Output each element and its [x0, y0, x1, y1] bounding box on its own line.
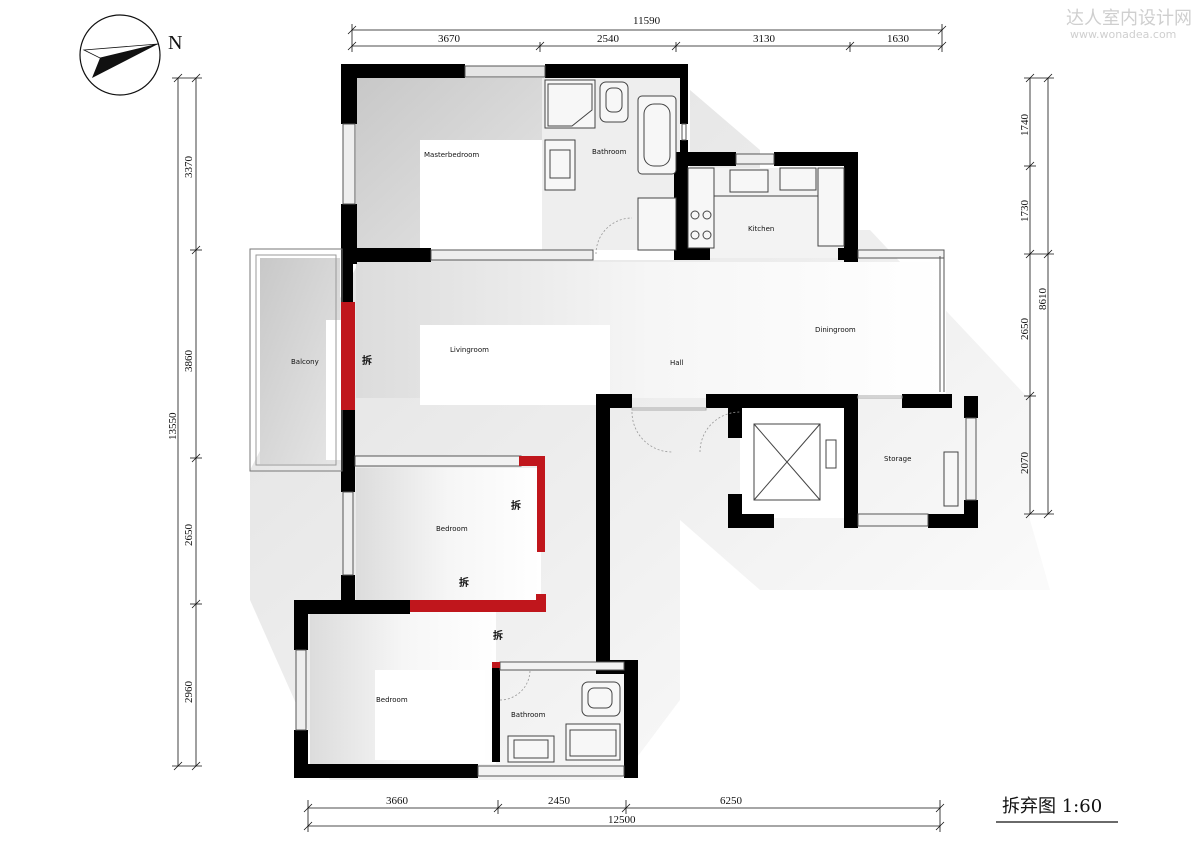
- dim-right-2: 1730: [1019, 200, 1031, 223]
- room-label-bathroom-top: Bathroom: [592, 148, 627, 156]
- dim-bottom-2: 2450: [548, 795, 571, 807]
- dimension-labels: 11590 3670 2540 3130 1630 13550 3370 386…: [167, 15, 1049, 826]
- room-label-diningroom: Diningroom: [815, 326, 856, 334]
- room-label-masterbedroom: Masterbedroom: [424, 151, 479, 159]
- room-label-livingroom: Livingroom: [450, 346, 489, 354]
- fixtures: [507, 79, 959, 763]
- room-label-balcony: Balcony: [291, 358, 319, 366]
- room-label-storage: Storage: [884, 455, 911, 463]
- dim-top-4: 1630: [887, 33, 910, 45]
- dimension-lines: [172, 24, 1054, 832]
- watermark-name: 达人室内设计网: [1066, 8, 1192, 29]
- dim-top-total: 11590: [633, 15, 661, 27]
- watermark-url: www.wonadea.com: [1070, 28, 1176, 41]
- compass-ring: [79, 14, 161, 96]
- dim-top-3: 3130: [753, 33, 776, 45]
- dim-bottom-total: 12500: [608, 814, 636, 826]
- walls: [294, 64, 978, 778]
- room-label-bathroom-bottom: Bathroom: [511, 711, 546, 719]
- north-compass: N: [79, 14, 182, 96]
- watermark: 达人室内设计网 www.wonadea.com: [1066, 8, 1192, 41]
- room-label-bedroom-bottom: Bedroom: [376, 696, 408, 704]
- bedroom-middle-floor: [356, 468, 541, 600]
- dim-right-4: 2070: [1019, 452, 1031, 475]
- dim-bottom-3: 6250: [720, 795, 743, 807]
- drawing-title-block: 拆弃图 1:60: [996, 796, 1118, 823]
- dim-left-1: 3370: [183, 156, 195, 179]
- compass-label: N: [168, 32, 182, 54]
- dim-right-total: 8610: [1037, 288, 1049, 311]
- demolition-mark-bedroom-bottom: 拆: [493, 629, 503, 642]
- room-label-hall: Hall: [670, 359, 683, 367]
- dim-bottom-1: 3660: [386, 795, 409, 807]
- demolition-mark-bedroom-east: 拆: [511, 499, 521, 512]
- dim-left-3: 2650: [183, 524, 195, 547]
- dim-top-1: 3670: [438, 33, 461, 45]
- dim-right-1: 1740: [1019, 114, 1031, 137]
- demolition-mark-living: 拆: [362, 354, 372, 367]
- dim-left-2: 3860: [183, 350, 195, 373]
- demolition-marks: 拆 拆 拆 拆: [362, 354, 521, 642]
- demolished-walls: [341, 302, 546, 668]
- dim-top-2: 2540: [597, 33, 620, 45]
- dim-left-4: 2960: [183, 681, 195, 704]
- door-swings: [499, 217, 741, 701]
- demolition-mark-bedroom-south: 拆: [459, 576, 469, 589]
- dim-left-total: 13550: [167, 412, 179, 440]
- drawing-title: 拆弃图 1:60: [1002, 796, 1102, 817]
- dim-right-3: 2650: [1019, 318, 1031, 341]
- room-labels: Masterbedroom Bathroom Kitchen Balcony L…: [291, 148, 911, 719]
- room-label-bedroom-middle: Bedroom: [436, 525, 468, 533]
- room-label-kitchen: Kitchen: [748, 225, 774, 233]
